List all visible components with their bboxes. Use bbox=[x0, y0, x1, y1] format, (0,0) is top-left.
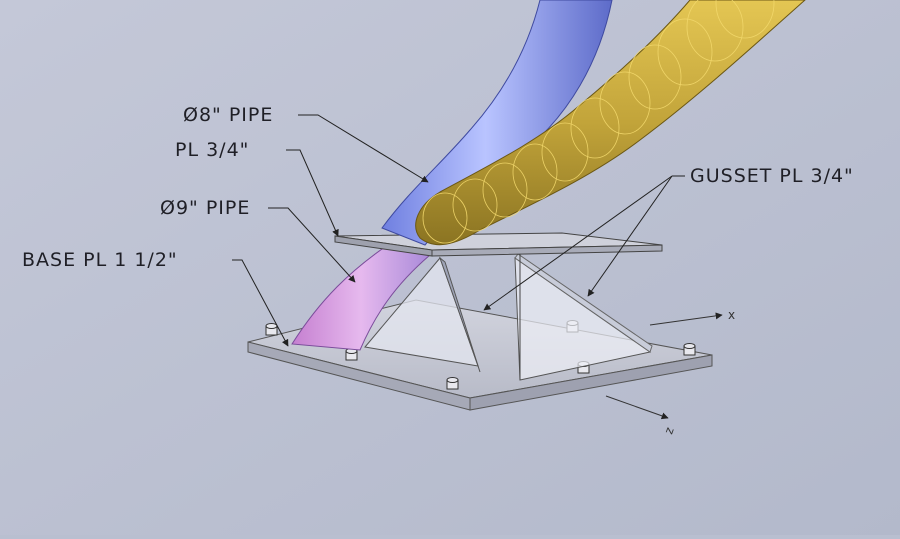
anchor-bolt bbox=[683, 343, 696, 356]
leader-lines bbox=[232, 114, 685, 347]
anchor-bolt bbox=[446, 377, 459, 390]
label-pipe-8: Ø8" PIPE bbox=[183, 104, 273, 126]
gusset-plates bbox=[364, 240, 653, 381]
z-axis-label: z bbox=[661, 424, 677, 436]
x-axis-arrow bbox=[649, 312, 723, 326]
label-pipe-9: Ø9" PIPE bbox=[160, 197, 250, 219]
axis-indicators bbox=[605, 312, 723, 420]
gold-pipe bbox=[415, 0, 806, 246]
x-axis-label: x bbox=[728, 308, 736, 322]
leader-gusset-2 bbox=[587, 175, 673, 297]
label-base-pl: BASE PL 1 1/2" bbox=[22, 249, 178, 271]
label-pl-34: PL 3/4" bbox=[175, 139, 249, 161]
leader-pipe-8 bbox=[298, 114, 429, 183]
blue-pipe-8in bbox=[381, 0, 613, 246]
label-gusset: GUSSET PL 3/4" bbox=[690, 165, 854, 187]
z-axis-arrow bbox=[605, 395, 669, 420]
leader-pl-34 bbox=[286, 149, 339, 237]
anchor-bolt bbox=[265, 323, 278, 336]
anchor-bolt bbox=[345, 348, 358, 361]
leader-gusset-1 bbox=[483, 175, 673, 311]
leader-pipe-9 bbox=[268, 207, 356, 283]
leader-base-pl bbox=[232, 259, 289, 347]
